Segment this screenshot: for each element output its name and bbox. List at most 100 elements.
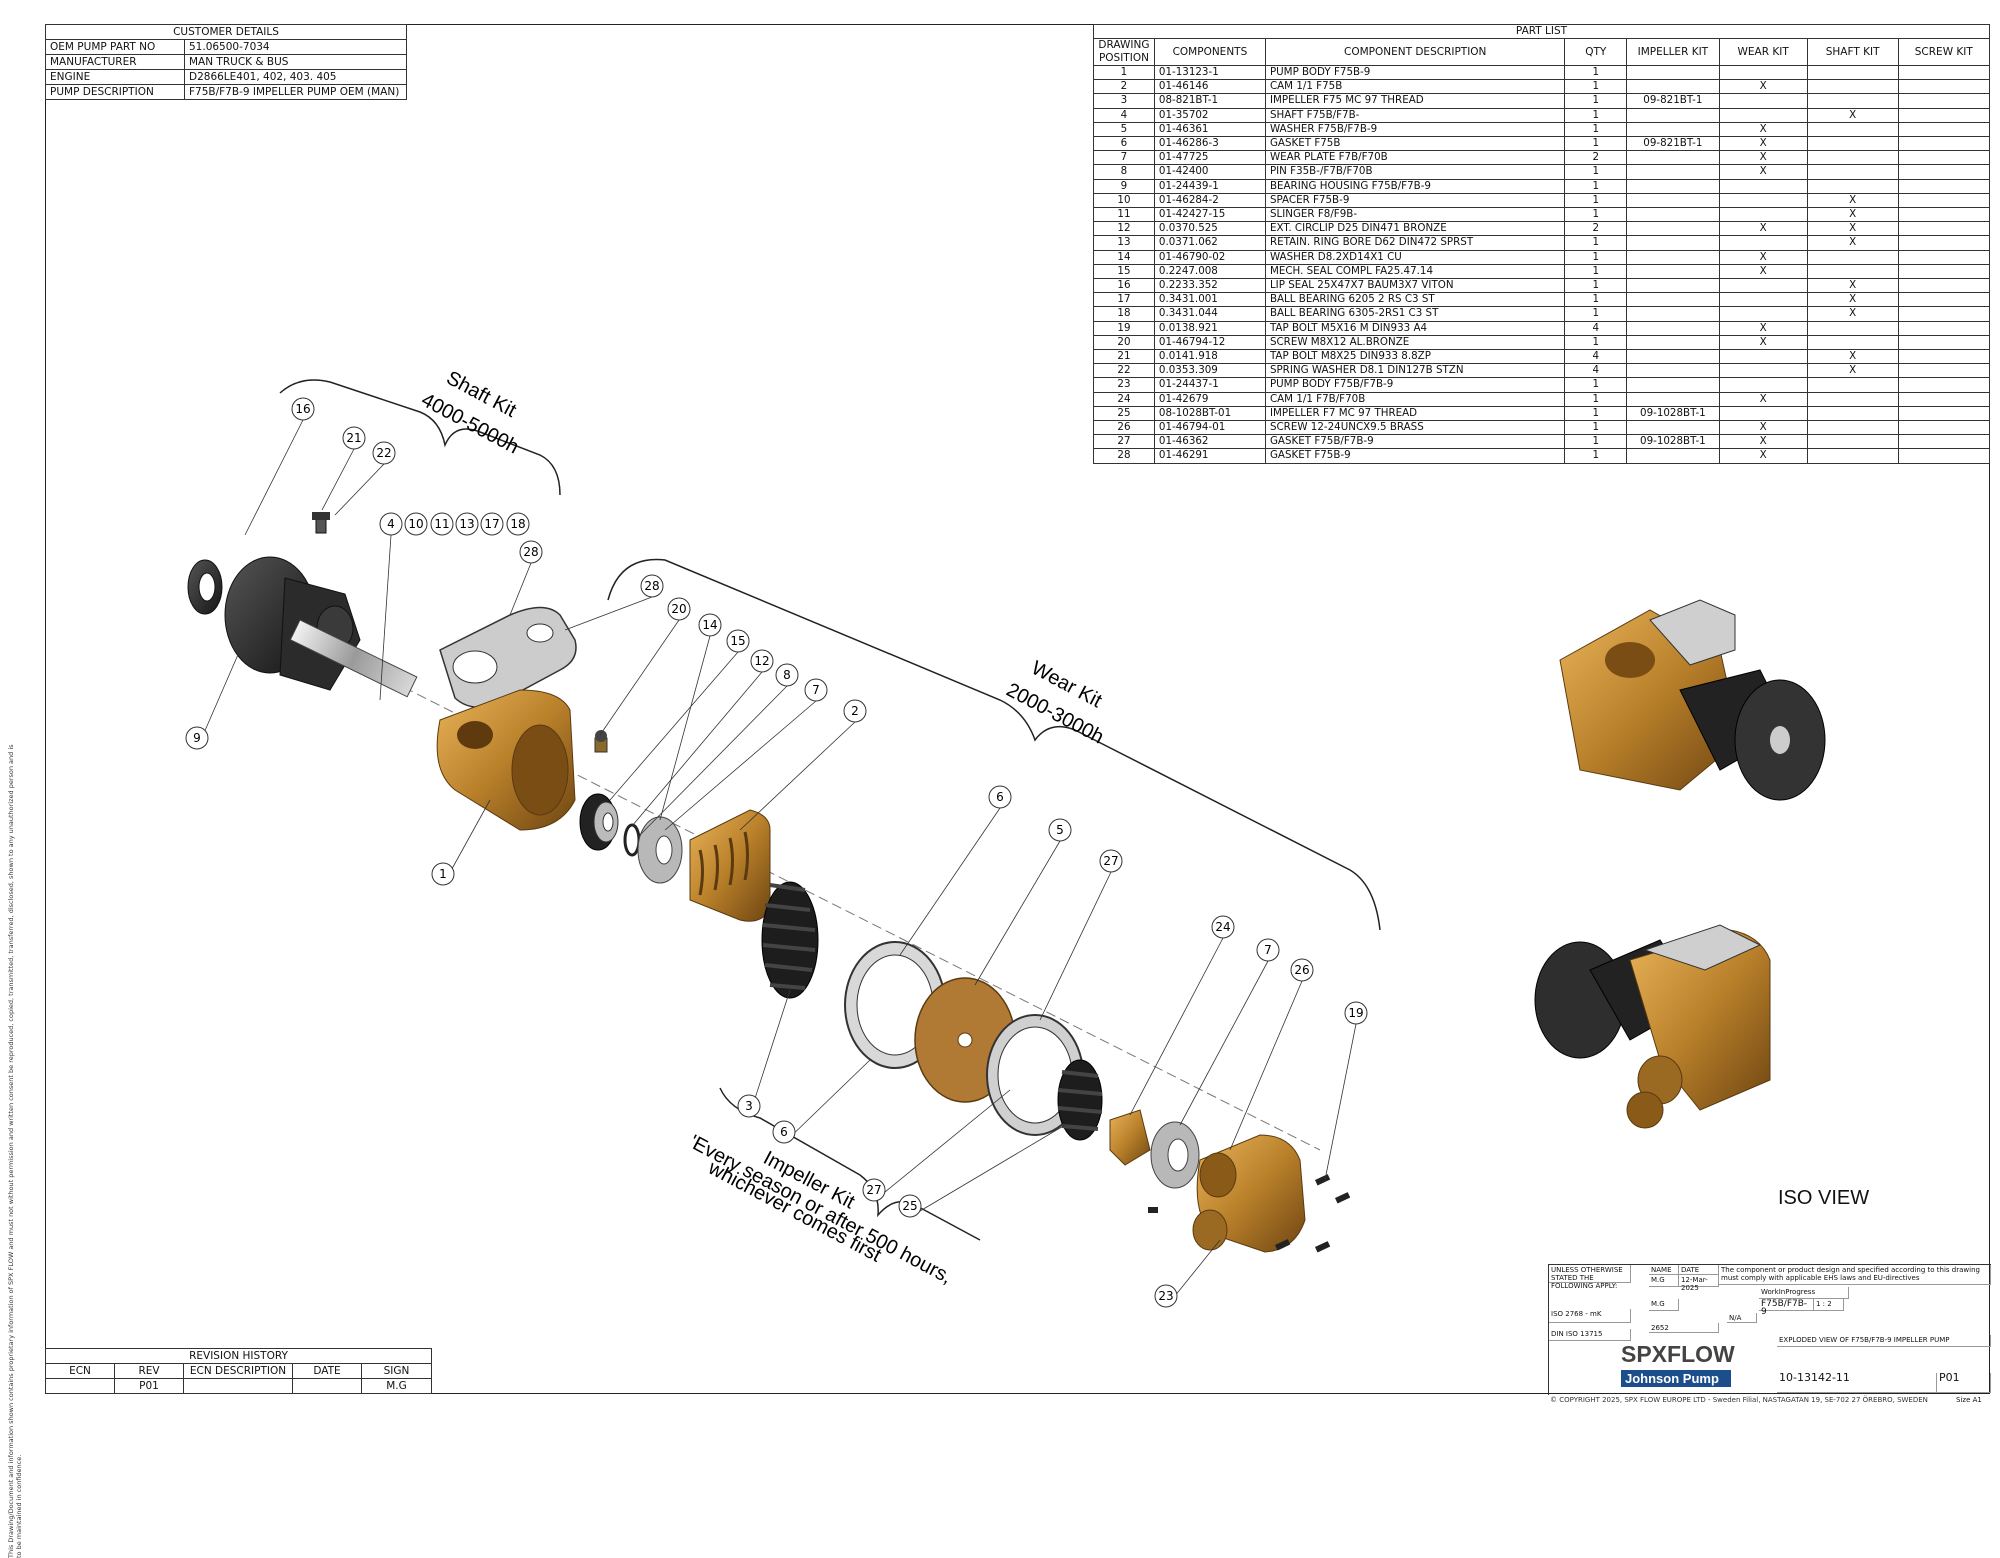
drawing-number: 10-13142-11 — [1777, 1372, 1937, 1393]
project-number: 2652 — [1649, 1323, 1719, 1333]
part-list-cell: 0.3431.044 — [1153, 306, 1266, 322]
part-list-cell: 21 — [1093, 349, 1155, 365]
part-list-cell: 01-46790-02 — [1153, 249, 1266, 265]
part-list-cell: TAP BOLT M8X25 DIN933 8.8ZP — [1264, 349, 1566, 365]
callout-leader-line — [1324, 1023, 1357, 1181]
callout-bubble — [1099, 849, 1123, 873]
iso-view-label: ISO VIEW — [1778, 1187, 1870, 1209]
revision-header: SIGN — [361, 1363, 432, 1379]
part-list-header: DRAWING POSITION — [1093, 38, 1155, 66]
callout-number: 27 — [866, 1183, 881, 1197]
title-block: UNLESS OTHERWISE STATED THE FOLLOWING AP… — [1548, 1264, 1991, 1395]
part-list-cell: CAM 1/1 F75B — [1264, 79, 1566, 95]
general-tolerance-note: UNLESS OTHERWISE STATED THE FOLLOWING AP… — [1549, 1265, 1631, 1290]
part-list-cell: 01-35702 — [1153, 107, 1266, 123]
customer-row-value: F75B/F7B-9 IMPELLER PUMP OEM (MAN) — [184, 84, 407, 100]
callout-bubble — [640, 574, 664, 598]
part-list-cell: 25 — [1093, 405, 1155, 422]
part-list-cell: RETAIN. RING BORE D62 DIN472 SPRST — [1264, 235, 1566, 251]
part-list-cell: 11 — [1093, 207, 1155, 223]
revision-history-title: REVISION HISTORY — [45, 1348, 432, 1364]
part-list-cell: X — [1718, 334, 1808, 351]
spxflow-logo: SPXFLOW Johnson Pump — [1621, 1341, 1735, 1391]
revision-header: DATE — [292, 1363, 362, 1379]
part-list-cell: 1 — [1564, 448, 1628, 464]
callout-bubble — [519, 540, 543, 564]
part-list-cell: X — [1718, 150, 1808, 166]
callout-leader-line — [1179, 960, 1269, 1126]
callout-number: 6 — [780, 1125, 788, 1139]
callout-leader-line — [244, 419, 304, 536]
callout-bubble — [804, 678, 828, 702]
callout-leader-line — [599, 619, 680, 736]
drawn-date: 12-Mar-2025 — [1679, 1275, 1719, 1292]
drawn-by: M.G — [1649, 1275, 1679, 1287]
part-list-cell: PUMP BODY F75B/F7B-9 — [1264, 377, 1566, 393]
callout-bubble — [750, 649, 774, 673]
part-list-cell: BEARING HOUSING F75B/F7B-9 — [1264, 178, 1566, 194]
bearing-housing-part — [224, 556, 418, 698]
part-list-cell — [1718, 93, 1808, 109]
part-list-cell — [1897, 79, 1991, 95]
part-list-header: WEAR KIT — [1718, 38, 1808, 66]
part-list-cell: 2 — [1564, 150, 1628, 166]
wear-kit-bracket — [607, 558, 1381, 931]
part-list-cell: EXT. CIRCLIP D25 DIN471 BRONZE — [1264, 221, 1566, 237]
part-list-cell: X — [1718, 320, 1808, 336]
part-list-cell: 1 — [1564, 306, 1628, 322]
callout-bubble — [455, 512, 479, 536]
part-list-header: COMPONENTS — [1153, 38, 1266, 66]
part-list-cell: 01-46361 — [1153, 121, 1266, 138]
callout-number: 20 — [671, 602, 686, 616]
part-list-cell: 01-46794-01 — [1153, 420, 1266, 436]
part-list-cell: 01-13123-1 — [1153, 64, 1266, 81]
part-list-cell: 1 — [1564, 405, 1628, 422]
part-list-cell — [1718, 107, 1808, 123]
part-list-cell: 1 — [1564, 263, 1628, 280]
callout-bubble — [698, 613, 722, 637]
drawing-title: EXPLODED VIEW OF F75B/F7B-9 IMPELLER PUM… — [1777, 1335, 1991, 1347]
revision-cell — [45, 1378, 115, 1394]
part-list-cell: 01-46146 — [1153, 79, 1266, 95]
approved-by: M.G — [1649, 1299, 1679, 1311]
callout-number: 15 — [730, 634, 745, 648]
customer-row-label: OEM PUMP PART NO — [45, 39, 185, 55]
part-list-cell: 15 — [1093, 263, 1155, 280]
part-list-cell: 27 — [1093, 434, 1155, 450]
callout-number: 26 — [1294, 963, 1309, 977]
callout-number: 12 — [754, 654, 769, 668]
part-list-cell: 1 — [1564, 391, 1628, 407]
callout-leader-line — [1129, 937, 1224, 1116]
part-list-cell: 14 — [1093, 249, 1155, 265]
callout-bubble — [342, 426, 366, 450]
callout-leader-line — [509, 562, 532, 616]
drawing-scale: 1 : 2 — [1814, 1299, 1844, 1311]
callout-number: 1 — [439, 867, 447, 881]
callout-number: 5 — [1056, 823, 1064, 837]
part-list-cell: 08-821BT-1 — [1153, 93, 1266, 109]
confidential-note: This Drawing/Document and information sh… — [7, 744, 23, 1558]
part-list-cell: 08-1028BT-01 — [1153, 405, 1266, 422]
part-list-cell: 09-821BT-1 — [1626, 136, 1720, 152]
name-label: NAME — [1649, 1265, 1679, 1275]
callout-number: 8 — [783, 668, 791, 682]
brand-sub: Johnson Pump — [1621, 1370, 1731, 1387]
callout-bubble — [431, 862, 455, 886]
part-list-cell: SHAFT F75B/F7B- — [1264, 107, 1566, 123]
callout-number: 19 — [1348, 1006, 1363, 1020]
part-list-cell: 01-42400 — [1153, 164, 1266, 180]
part-list-cell: 01-47725 — [1153, 150, 1266, 166]
pump-body-part — [436, 689, 576, 831]
customer-row-label: PUMP DESCRIPTION — [45, 84, 185, 100]
callout-bubble — [1256, 938, 1280, 962]
tolerance-standard: ISO 2768 - mK — [1549, 1309, 1631, 1323]
callout-number: 28 — [644, 579, 659, 593]
